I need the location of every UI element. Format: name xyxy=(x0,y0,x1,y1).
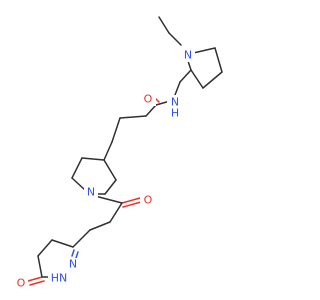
atom-bg xyxy=(140,193,156,209)
atom-h-amide: H xyxy=(171,107,179,120)
bond-co2-o-2 xyxy=(122,201,142,208)
bond-pip-c2-n xyxy=(71,177,86,191)
bond-ring-c5-c6 xyxy=(37,255,43,278)
bond-n-co2 xyxy=(94,195,123,204)
atom-nh-ring: HN xyxy=(51,272,68,285)
bond-c2-ch2 xyxy=(179,69,192,83)
atom-bg xyxy=(181,48,195,62)
bond-pip-c3-c2 xyxy=(71,157,83,179)
bond-pip-c5-c6 xyxy=(104,179,117,195)
bond-ethyl-2 xyxy=(168,32,182,46)
atom-o-lactam: O xyxy=(17,277,26,290)
atom-o-ketone: O xyxy=(144,194,153,207)
bond-pyr-c4-c3 xyxy=(202,71,223,89)
structure-svg: N N H O N O N HN O xyxy=(14,16,223,291)
bond-chain2-1 xyxy=(89,221,111,231)
atom-bg xyxy=(66,258,80,272)
bond-c6-o-1 xyxy=(27,276,43,282)
bond-n-c3-2 xyxy=(75,251,79,259)
bond-c6-o-2 xyxy=(29,280,45,286)
bond-pyr-c3-c2 xyxy=(190,69,204,89)
atom-bg xyxy=(48,271,70,285)
atom-bg xyxy=(142,92,156,106)
bond-pyr-c2-n xyxy=(187,60,192,71)
bond-chain-1 xyxy=(119,115,147,119)
atom-bg xyxy=(14,277,28,291)
bond-co2-o-1 xyxy=(121,197,141,204)
bond-co2-ca xyxy=(109,202,123,223)
bond-chain-3 xyxy=(103,141,113,161)
bond-n-c3-1 xyxy=(71,249,75,257)
atom-n-amide: N xyxy=(171,96,179,109)
atom-o-amide: O xyxy=(144,93,153,106)
bond-ethyl-1 xyxy=(158,16,170,34)
atom-n-pyrrolidine: N xyxy=(184,49,192,62)
bond-pyr-c5-c4 xyxy=(214,47,223,73)
atom-n-piperidine: N xyxy=(87,186,95,199)
bond-ch2-nh xyxy=(174,81,181,96)
atom-n-ring-imine: N xyxy=(69,258,77,271)
bond-ring-c3-c4 xyxy=(51,239,74,248)
bond-pip-c4-c5 xyxy=(103,159,117,181)
bond-co-ca xyxy=(145,104,157,117)
atom-bg xyxy=(84,184,98,200)
molecule-diagram: N N H O N O N HN O xyxy=(14,16,223,291)
bond-pip-c4-c3 xyxy=(81,157,105,161)
bond-chain-2 xyxy=(111,117,121,143)
atom-bg xyxy=(167,95,181,109)
bond-ring-c4-c5 xyxy=(37,239,53,257)
bond-chain2-2 xyxy=(72,229,91,248)
